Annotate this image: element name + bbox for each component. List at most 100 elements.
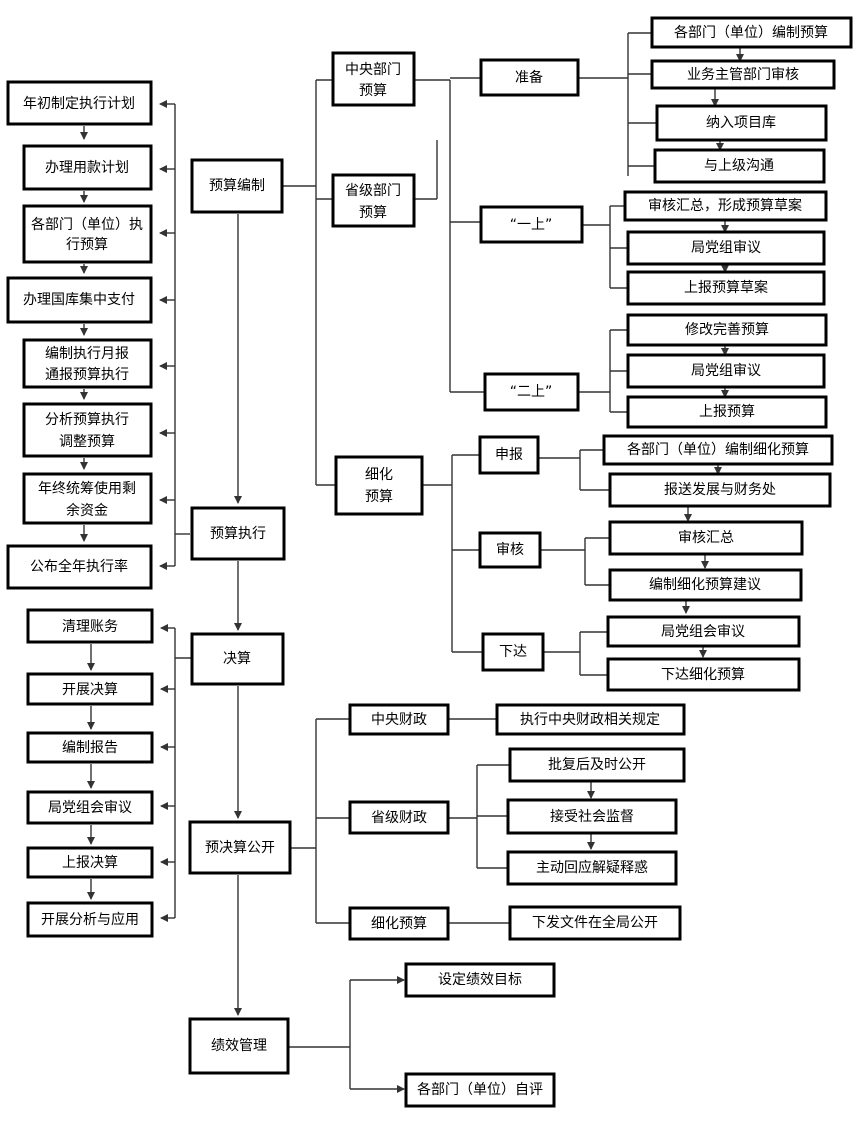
step-label: 上报预算 [699, 404, 755, 420]
branch-label: 细化预算 [371, 916, 427, 932]
step-label: 设定绩效目标 [438, 972, 522, 988]
final-step: 开展分析与应用 [26, 901, 154, 938]
execution-step: 公布全年执行率 [6, 544, 153, 590]
branch-label: 细化 [365, 467, 393, 483]
node-label: 预算执行 [210, 526, 266, 542]
step-label: 纳入项目库 [706, 115, 776, 131]
node-label: 预决算公开 [205, 840, 275, 856]
stage-second-up: “二上” [483, 372, 580, 412]
node-budget-execute: 预算执行 [190, 506, 286, 561]
prepare-step: 各部门（单位）编制预算 [650, 16, 853, 49]
step-label: 余资金 [66, 502, 108, 519]
step-label: 开展决算 [62, 682, 118, 698]
step-label: 执行中央财政相关规定 [520, 712, 660, 728]
step-label: 办理用款计划 [45, 160, 129, 176]
stage-report: 申报 [478, 435, 540, 475]
step-label: 审核汇总 [678, 530, 734, 546]
step-label: 编制执行月报 [45, 346, 129, 362]
step-label: 各部门（单位）编制预算 [674, 25, 828, 41]
step-label: 通报预算执行 [45, 367, 129, 383]
node-budget-compile: 预算编制 [190, 158, 284, 214]
stage-issue: 下达 [481, 632, 545, 672]
step-label: 各部门（单位）自评 [417, 1082, 543, 1098]
step-label: 报送发展与财务处 [664, 482, 776, 498]
execution-step: 年终统筹使用剩 余资金 [22, 472, 153, 525]
stage-label: “二上” [510, 384, 553, 400]
branch-label: 省级财政 [371, 810, 427, 826]
report-step: 各部门（单位）编制细化预算 [602, 434, 834, 466]
step-label: 各部门（单位）执 [31, 217, 143, 233]
disclosure-provincial-action: 接受社会监督 [506, 798, 678, 835]
final-step: 开展决算 [26, 672, 154, 706]
disclosure-central-action: 执行中央财政相关规定 [495, 703, 686, 736]
branch-detailed-budget: 细化 预算 [334, 455, 424, 516]
first-up-step: 上报预算草案 [626, 270, 826, 306]
prepare-step: 与上级沟通 [653, 148, 826, 184]
step-label: 上报决算 [62, 855, 118, 871]
prepare-step: 纳入项目库 [655, 104, 828, 142]
second-up-step: 上报预算 [626, 395, 828, 429]
node-performance: 绩效管理 [188, 1017, 290, 1075]
step-label: 局党组会审议 [661, 624, 745, 640]
step-label: 主动回应解疑释惑 [536, 859, 648, 876]
step-label: 局党组审议 [691, 363, 761, 379]
execution-step: 年初制定执行计划 [6, 80, 153, 126]
step-label: 调整预算 [59, 434, 115, 450]
performance-step: 设定绩效目标 [404, 962, 556, 998]
node-disclosure: 预决算公开 [188, 820, 292, 875]
step-label: 编制报告 [62, 740, 118, 756]
branch-central-budget: 中央部门 预算 [331, 51, 416, 107]
node-label: 预算编制 [209, 178, 265, 194]
issue-step: 下达细化预算 [606, 657, 801, 692]
execution-step: 办理用款计划 [22, 144, 153, 191]
step-label: 年初制定执行计划 [23, 95, 135, 112]
branch-label: 预算 [359, 83, 387, 99]
step-label: 各部门（单位）编制细化预算 [627, 442, 809, 458]
branch-label: 中央财政 [371, 712, 427, 728]
second-up-step: 修改完善预算 [626, 313, 828, 347]
step-label: 下达细化预算 [661, 667, 745, 683]
step-label: 下发文件在全局公开 [532, 914, 658, 931]
step-label: 局党组审议 [691, 240, 761, 256]
final-step: 上报决算 [26, 846, 154, 879]
disclosure-detail-action: 下发文件在全局公开 [508, 905, 682, 941]
disclosure-detail-budget: 细化预算 [348, 906, 450, 941]
branch-label: 预算 [365, 489, 393, 505]
step-label: 行预算 [66, 237, 108, 253]
step-label: 局党组会审议 [48, 800, 132, 816]
performance-step: 各部门（单位）自评 [404, 1072, 556, 1108]
step-label: 年终统筹使用剩 [38, 480, 136, 497]
step-label: 办理国库集中支付 [23, 291, 135, 308]
execution-step: 分析预算执行 调整预算 [22, 402, 153, 458]
connectors [80, 32, 744, 1093]
first-up-step: 审核汇总，形成预算草案 [623, 190, 828, 222]
step-label: 分析预算执行 [45, 412, 129, 428]
second-up-step: 局党组审议 [626, 353, 826, 389]
step-label: 开展分析与应用 [41, 911, 139, 928]
branch-label: 中央部门 [345, 62, 401, 78]
review-step: 编制细化预算建议 [608, 568, 803, 602]
stage-first-up: “一上” [479, 205, 584, 244]
prepare-step: 业务主管部门审核 [650, 59, 836, 90]
branch-provincial-budget: 省级部门 预算 [331, 173, 416, 228]
issue-step: 局党组会审议 [606, 615, 801, 648]
step-label: 清理账务 [62, 619, 118, 635]
node-final-accounts: 决算 [190, 632, 285, 686]
stage-label: 申报 [495, 447, 523, 463]
report-step: 报送发展与财务处 [608, 472, 832, 508]
final-step: 清理账务 [26, 608, 154, 644]
branch-label: 预算 [359, 205, 387, 221]
node-label: 决算 [223, 651, 251, 667]
step-label: 公布全年执行率 [30, 558, 128, 575]
disclosure-central-finance: 中央财政 [348, 703, 450, 736]
stage-label: 下达 [499, 644, 527, 660]
step-label: 接受社会监督 [550, 808, 634, 825]
stage-review: 审核 [478, 531, 542, 569]
stage-label: “一上” [510, 217, 553, 233]
first-up-step: 局党组审议 [626, 230, 826, 266]
step-label: 批复后及时公开 [548, 756, 646, 773]
disclosure-provincial-action: 批复后及时公开 [508, 747, 686, 783]
step-label: 上报预算草案 [684, 279, 768, 296]
stage-label: 准备 [515, 69, 543, 86]
